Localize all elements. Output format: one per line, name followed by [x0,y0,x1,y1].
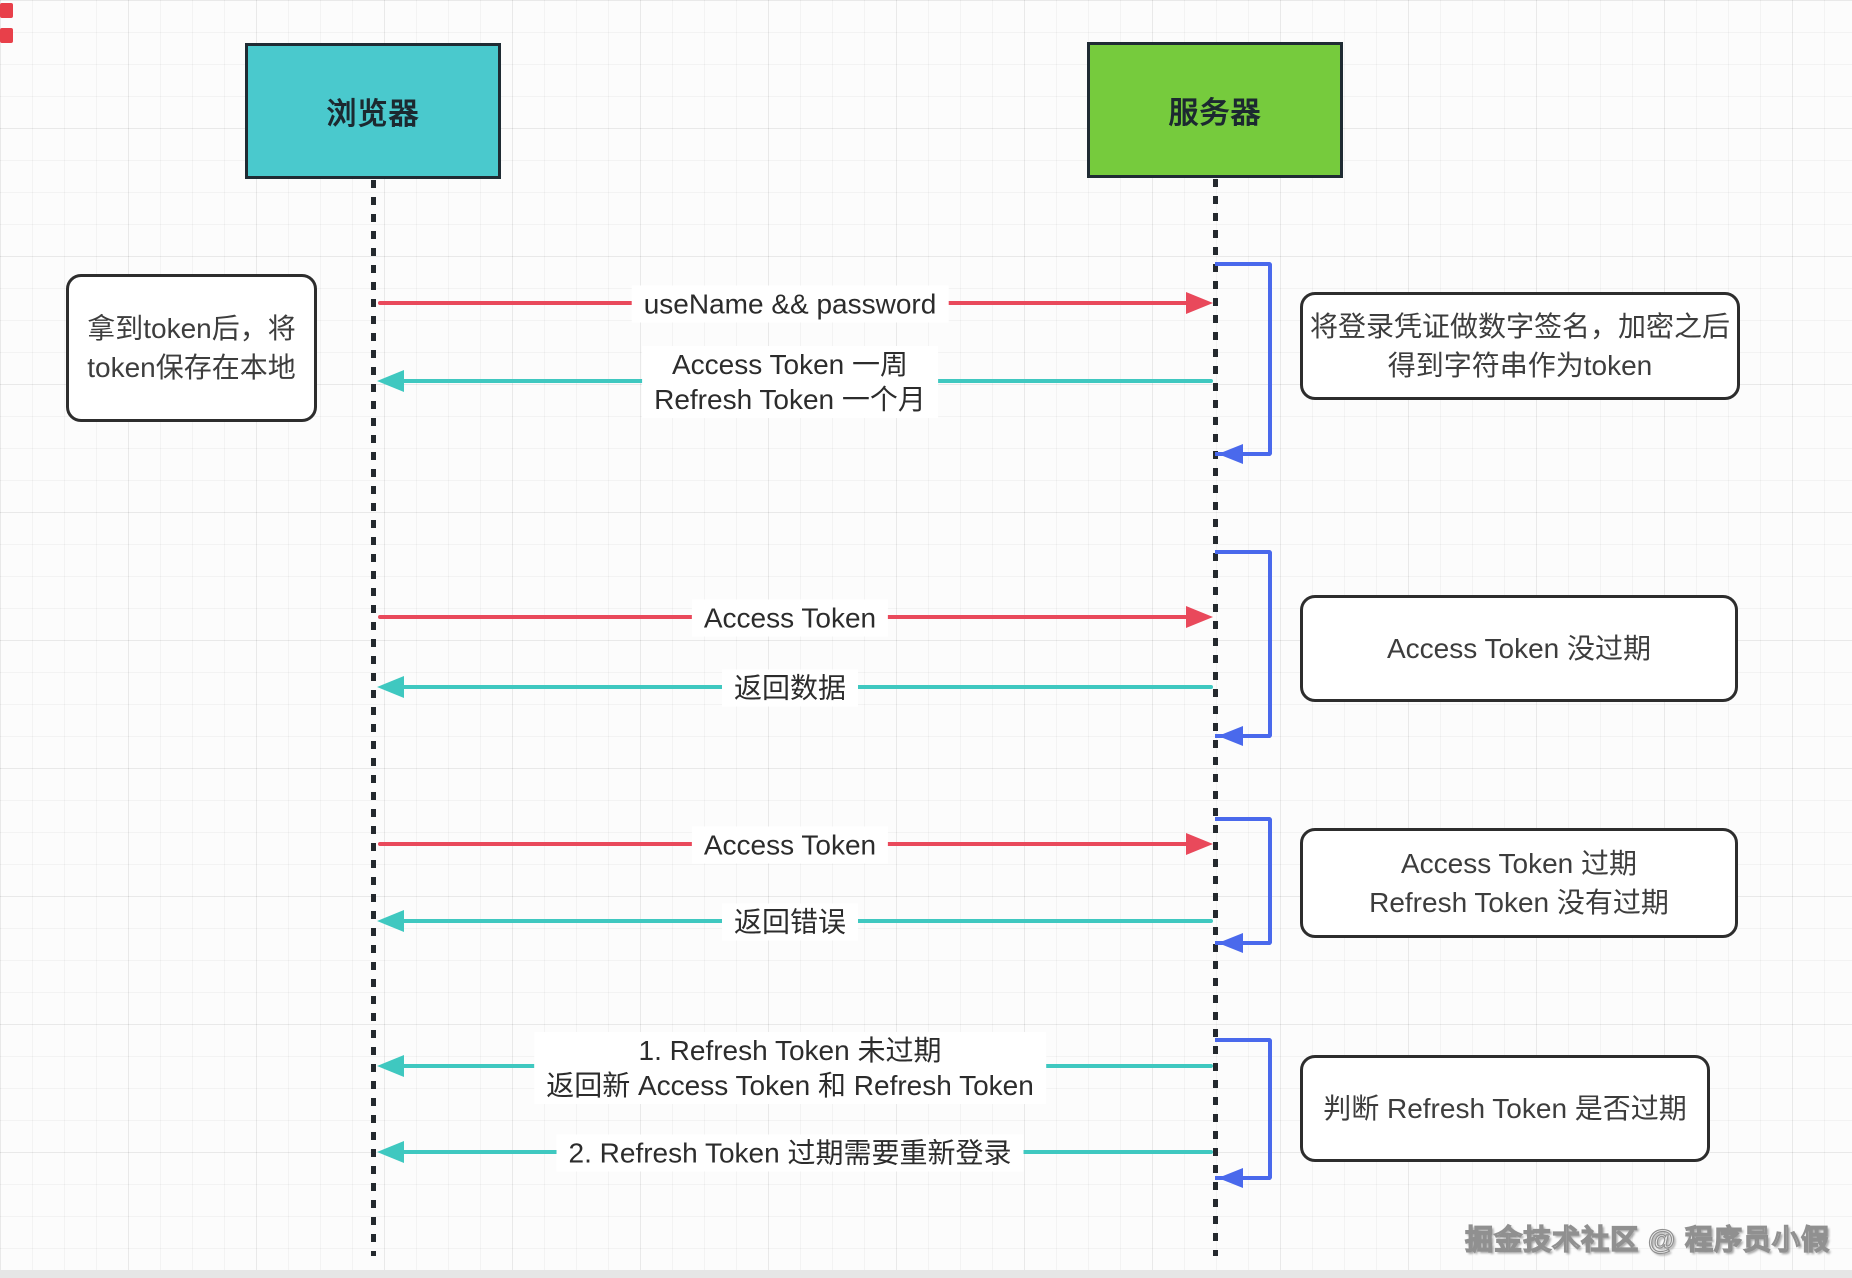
message-refreshok-arrowhead [377,1055,404,1077]
bottom-edge-strip [0,1270,1852,1278]
activation-return-arrow-1 [1218,444,1243,464]
note-browser-local-line1: 拿到token后，将 [87,313,296,344]
note-server-expired-line1: Access Token 过期 [1400,848,1638,879]
lifeline-server [1213,179,1218,1256]
actor-box-browser: 浏览器 [245,43,501,179]
note-server-sign-line2: 得到字符串作为token [1387,350,1653,381]
note-server-judge: 判断 Refresh Token 是否过期 [1300,1055,1710,1162]
note-browser-local-line2: token保存在本地 [87,352,296,383]
note-browser-local: 拿到token后，将 token保存在本地 [66,274,317,422]
activation-return-arrow-3 [1218,933,1243,953]
message-tokens-label: Access Token 一周 Refresh Token 一个月 [642,346,938,418]
message-returndata-label: 返回数据 [721,669,859,707]
note-server-sign-line1: 将登录凭证做数字签名，加密之后 [1309,311,1730,342]
note-server-not-expired-line1: Access Token 没过期 [1386,633,1652,664]
message-login-arrowhead [1186,292,1213,314]
watermark: 掘金技术社区 @ 程序员小假 [1465,1223,1830,1255]
activation-return-arrow-4 [1218,1168,1243,1188]
message-refreshexpired-label: 2. Refresh Token 过期需要重新登录 [556,1134,1024,1172]
message-tokens-label-line1: Access Token 一周 [671,349,909,380]
note-server-judge-line1: 判断 Refresh Token 是否过期 [1323,1093,1687,1124]
message-tokens-label-line2: Refresh Token 一个月 [654,384,926,415]
actor-box-server: 服务器 [1087,42,1343,178]
note-server-expired: Access Token 过期 Refresh Token 没有过期 [1300,828,1738,938]
message-access2-label: Access Token [691,826,889,864]
message-refreshexpired-arrowhead [377,1141,404,1163]
note-server-sign: 将登录凭证做数字签名，加密之后 得到字符串作为token [1300,292,1740,400]
edge-marker-icon [0,28,13,43]
activation-return-arrow-2 [1218,726,1243,746]
message-access1-label: Access Token [691,599,889,637]
edge-marker-icon [0,3,13,18]
activation-bar-1 [1215,262,1272,456]
activation-bar-3 [1215,817,1272,945]
activation-bar-2 [1215,550,1272,738]
message-refreshok-label: 1. Refresh Token 未过期 返回新 Access Token 和 … [534,1032,1046,1104]
message-returndata-arrowhead [377,676,404,698]
activation-bar-4 [1215,1038,1272,1180]
actor-label-server: 服务器 [1168,97,1262,130]
note-server-expired-line2: Refresh Token 没有过期 [1369,887,1669,918]
note-server-not-expired: Access Token 没过期 [1300,595,1738,702]
actor-label-browser: 浏览器 [326,98,420,131]
message-refreshok-label-line2: 返回新 Access Token 和 Refresh Token [546,1070,1034,1101]
message-returnerror-label: 返回错误 [721,903,859,941]
lifeline-browser [371,180,376,1256]
message-returnerror-arrowhead [377,910,404,932]
message-access2-arrowhead [1186,833,1213,855]
message-login-label: useName && password [631,285,949,323]
message-access1-arrowhead [1186,606,1213,628]
message-tokens-arrowhead [377,370,404,392]
message-refreshok-label-line1: 1. Refresh Token 未过期 [638,1035,942,1066]
